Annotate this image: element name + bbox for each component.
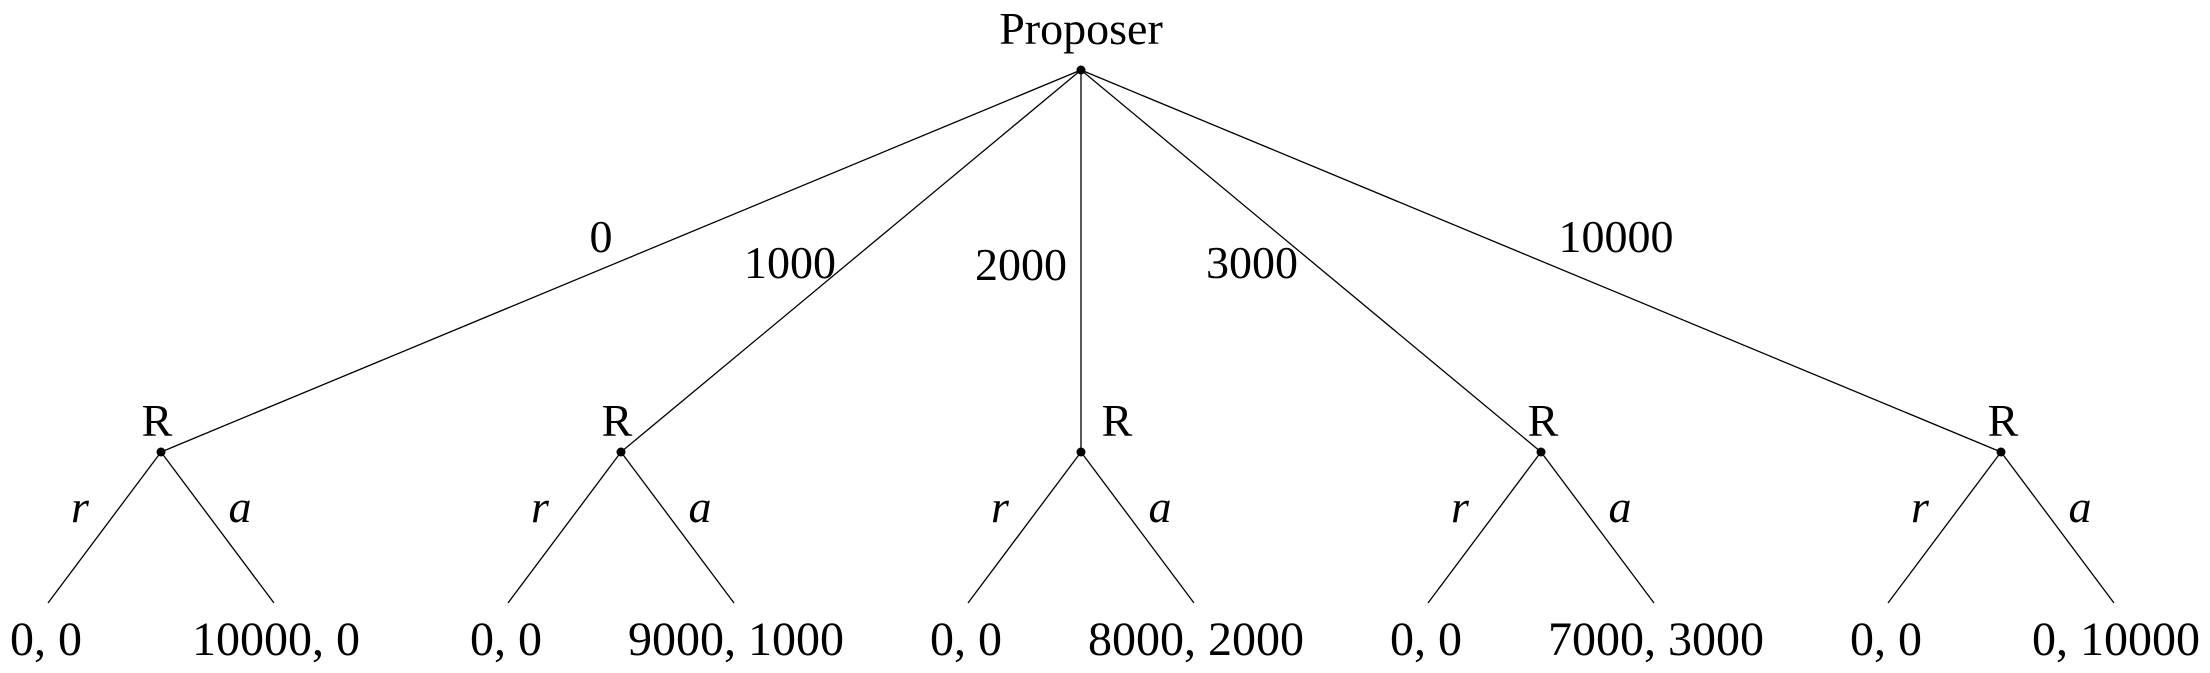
responder-node-label: R <box>602 395 633 446</box>
accept-payoff: 7000, 3000 <box>1548 613 1764 666</box>
reject-label: r <box>531 481 550 532</box>
reject-edge <box>507 451 622 604</box>
accept-edge <box>160 451 275 604</box>
responder-subtree: R r a 0, 0 9000, 1000 <box>470 395 844 666</box>
accept-label: a <box>229 481 252 532</box>
reject-payoff: 0, 0 <box>10 613 82 666</box>
offer-label-0: 0 <box>590 211 613 262</box>
offer-edge-0 <box>160 69 1082 453</box>
offer-label-10000: 10000 <box>1559 211 1674 262</box>
reject-payoff: 0, 0 <box>930 613 1002 666</box>
accept-payoff: 9000, 1000 <box>628 613 844 666</box>
accept-label: a <box>1609 481 1632 532</box>
offer-edge-3000 <box>1080 69 1542 453</box>
accept-edge <box>2000 451 2115 604</box>
responder-node-label: R <box>142 395 173 446</box>
reject-payoff: 0, 0 <box>1850 613 1922 666</box>
reject-label: r <box>991 481 1010 532</box>
accept-label: a <box>689 481 712 532</box>
reject-payoff: 0, 0 <box>470 613 542 666</box>
reject-edge <box>1427 451 1542 604</box>
reject-label: r <box>71 481 90 532</box>
offer-label-2000: 2000 <box>975 239 1067 290</box>
accept-payoff: 10000, 0 <box>192 613 360 666</box>
reject-edge <box>47 451 162 604</box>
offer-edge-10000 <box>1080 69 2002 453</box>
accept-payoff: 0, 10000 <box>2032 613 2200 666</box>
accept-label: a <box>2069 481 2092 532</box>
responder-node-label: R <box>1528 395 1559 446</box>
responder-subtree: R r a 0, 0 7000, 3000 <box>1390 395 1764 666</box>
accept-label: a <box>1149 481 1172 532</box>
root-node-label: Proposer <box>999 3 1163 54</box>
offer-label-3000: 3000 <box>1206 237 1298 288</box>
accept-edge <box>1080 451 1195 604</box>
responder-node-label: R <box>1988 395 2019 446</box>
offer-label-1000: 1000 <box>744 237 836 288</box>
responder-subtree: R r a 0, 0 0, 10000 <box>1850 395 2200 666</box>
reject-label: r <box>1911 481 1930 532</box>
reject-label: r <box>1451 481 1470 532</box>
reject-payoff: 0, 0 <box>1390 613 1462 666</box>
accept-edge <box>620 451 735 604</box>
accept-edge <box>1540 451 1655 604</box>
responder-node-label: R <box>1102 395 1133 446</box>
accept-payoff: 8000, 2000 <box>1088 613 1304 666</box>
reject-edge <box>967 451 1082 604</box>
reject-edge <box>1887 451 2002 604</box>
responder-subtree: R r a 0, 0 8000, 2000 <box>930 395 1304 666</box>
offer-edge-1000 <box>620 69 1082 453</box>
responder-subtree: R r a 0, 0 10000, 0 <box>10 395 360 666</box>
